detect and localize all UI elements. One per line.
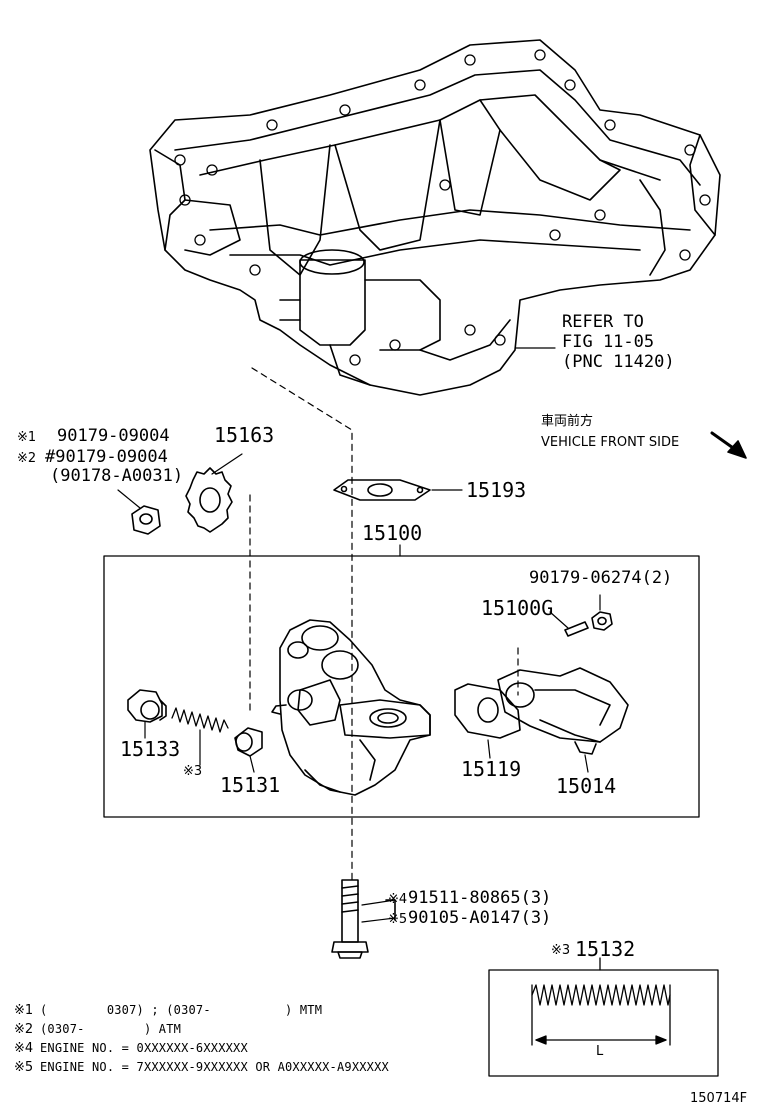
gasket-15119	[454, 683, 521, 759]
vehicle-front-japanese: 車両前方	[541, 414, 594, 429]
mark-1: ※1	[17, 430, 37, 445]
part-15100G: 15100G	[481, 596, 554, 620]
note-1-mark: ※1	[14, 1003, 34, 1018]
note-2-mark: ※2	[14, 1022, 34, 1037]
note-1-text: ( 0307) ; (0307- ) MTM	[40, 1003, 323, 1017]
mark-2: ※2	[17, 451, 37, 466]
spring-15132	[531, 957, 671, 1046]
dimension-L: L	[596, 1044, 604, 1059]
part-90178-A0031: (90178-A0031)	[50, 466, 184, 486]
part-15132: 15132	[575, 937, 636, 961]
part-15119: 15119	[461, 757, 522, 781]
mark-3-spring: ※3	[183, 764, 203, 779]
part-15100: 15100	[362, 521, 423, 545]
part-90179-09004: 90179-09004	[57, 426, 170, 446]
figure-id: 150714F	[690, 1091, 748, 1106]
refer-line-2: FIG 11-05	[562, 332, 655, 352]
strainer-15014	[497, 667, 629, 773]
gasket-15193	[333, 479, 463, 501]
part-91511-80865: 91511-80865(3)	[408, 888, 552, 908]
relief-valve-15131	[234, 727, 263, 773]
part-15014: 15014	[556, 774, 617, 798]
part-15131: 15131	[220, 773, 281, 797]
oil-pan-illustration	[149, 39, 721, 396]
pump-bolt	[331, 879, 396, 959]
sprocket-15163	[185, 453, 243, 533]
note-2-text: (0307- ) ATM	[40, 1022, 182, 1036]
refer-line-3: (PNC 11420)	[562, 352, 675, 372]
oil-pump-body	[271, 619, 431, 796]
note-4-text: ENGINE NO. = 0XXXXXX-6XXXXXX	[40, 1041, 248, 1055]
note-4-mark: ※4	[14, 1041, 34, 1056]
note-5-text: ENGINE NO. = 7XXXXXX-9XXXXXX OR A0XXXXX-…	[40, 1060, 389, 1074]
part-15163: 15163	[214, 423, 275, 447]
mark-4: ※4	[388, 892, 408, 907]
part-90179-06274: 90179-06274(2)	[529, 568, 673, 588]
nut-90179-09004	[117, 489, 161, 535]
mark-3-15132: ※3	[551, 943, 571, 958]
part-15193: 15193	[466, 478, 527, 502]
plug-15133	[127, 689, 167, 739]
refer-line-1: REFER TO	[562, 312, 644, 332]
relief-spring	[171, 707, 229, 766]
stud-15100G	[549, 594, 613, 637]
mark-5: ※5	[388, 912, 408, 927]
note-5-mark: ※5	[14, 1060, 34, 1075]
vehicle-front-english: VEHICLE FRONT SIDE	[541, 435, 680, 450]
part-90179-09004-alt: #90179-09004	[45, 447, 168, 467]
front-direction-arrow	[710, 431, 747, 459]
part-15133: 15133	[120, 737, 181, 761]
part-90105-A0147: 90105-A0147(3)	[408, 908, 552, 928]
